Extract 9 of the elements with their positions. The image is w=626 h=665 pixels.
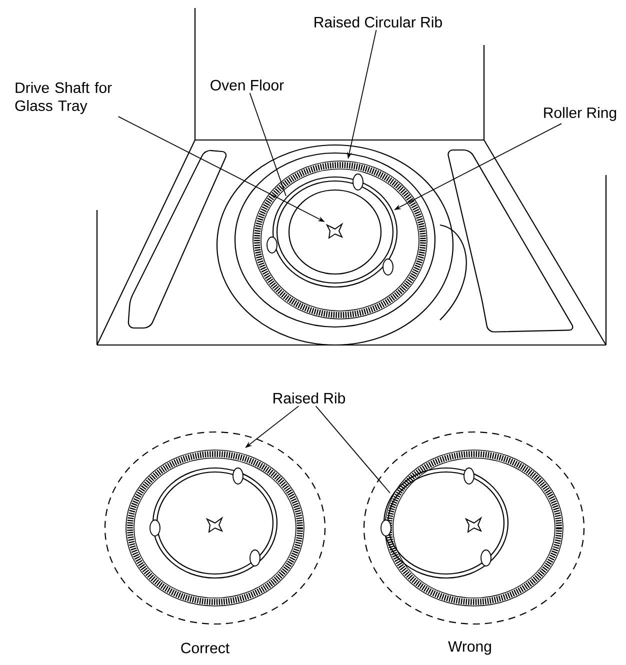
callout-label: Raised Rib bbox=[274, 392, 346, 404]
callout-label: Raised Circular Rib bbox=[314, 16, 442, 28]
callout-label: Oven Floor bbox=[210, 80, 284, 90]
caption-label: Correct bbox=[181, 642, 230, 654]
callout-label: Drive Shaft for Glass Tray bbox=[15, 82, 112, 114]
caption-label: Wrong bbox=[448, 641, 491, 655]
leader-line bbox=[249, 92, 286, 196]
leader-line bbox=[315, 406, 390, 494]
callout-label: Roller Ring bbox=[544, 107, 616, 121]
